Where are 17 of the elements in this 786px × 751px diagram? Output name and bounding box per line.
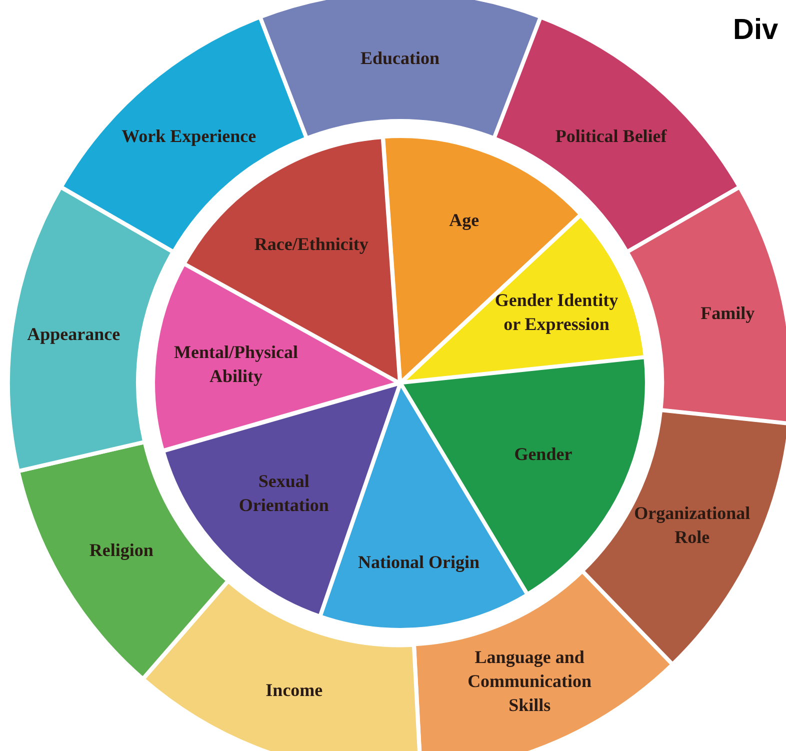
segment-label: Income bbox=[264, 679, 324, 702]
segment-label: Education bbox=[359, 47, 440, 70]
segment-label: Language and Communication Skills bbox=[466, 646, 593, 718]
segment-label: National Origin bbox=[357, 551, 481, 574]
segment-label: Race/Ethnicity bbox=[253, 232, 370, 256]
segment-label: Sexual Orientation bbox=[238, 470, 330, 518]
segment-label: Gender bbox=[513, 443, 574, 466]
segment-label: Organizational Role bbox=[633, 502, 752, 550]
segment-label: Mental/Physical Ability bbox=[173, 341, 300, 388]
segment-label: Work Experience bbox=[120, 124, 257, 148]
segment-label: Religion bbox=[88, 539, 154, 562]
segment-label: Family bbox=[700, 302, 756, 326]
segment-label: Appearance bbox=[26, 323, 122, 346]
title: Div bbox=[733, 14, 778, 47]
segment-label: Political Belief bbox=[554, 124, 668, 148]
segment-label: Age bbox=[448, 209, 480, 232]
segment-label: Gender Identity or Expression bbox=[494, 288, 620, 336]
